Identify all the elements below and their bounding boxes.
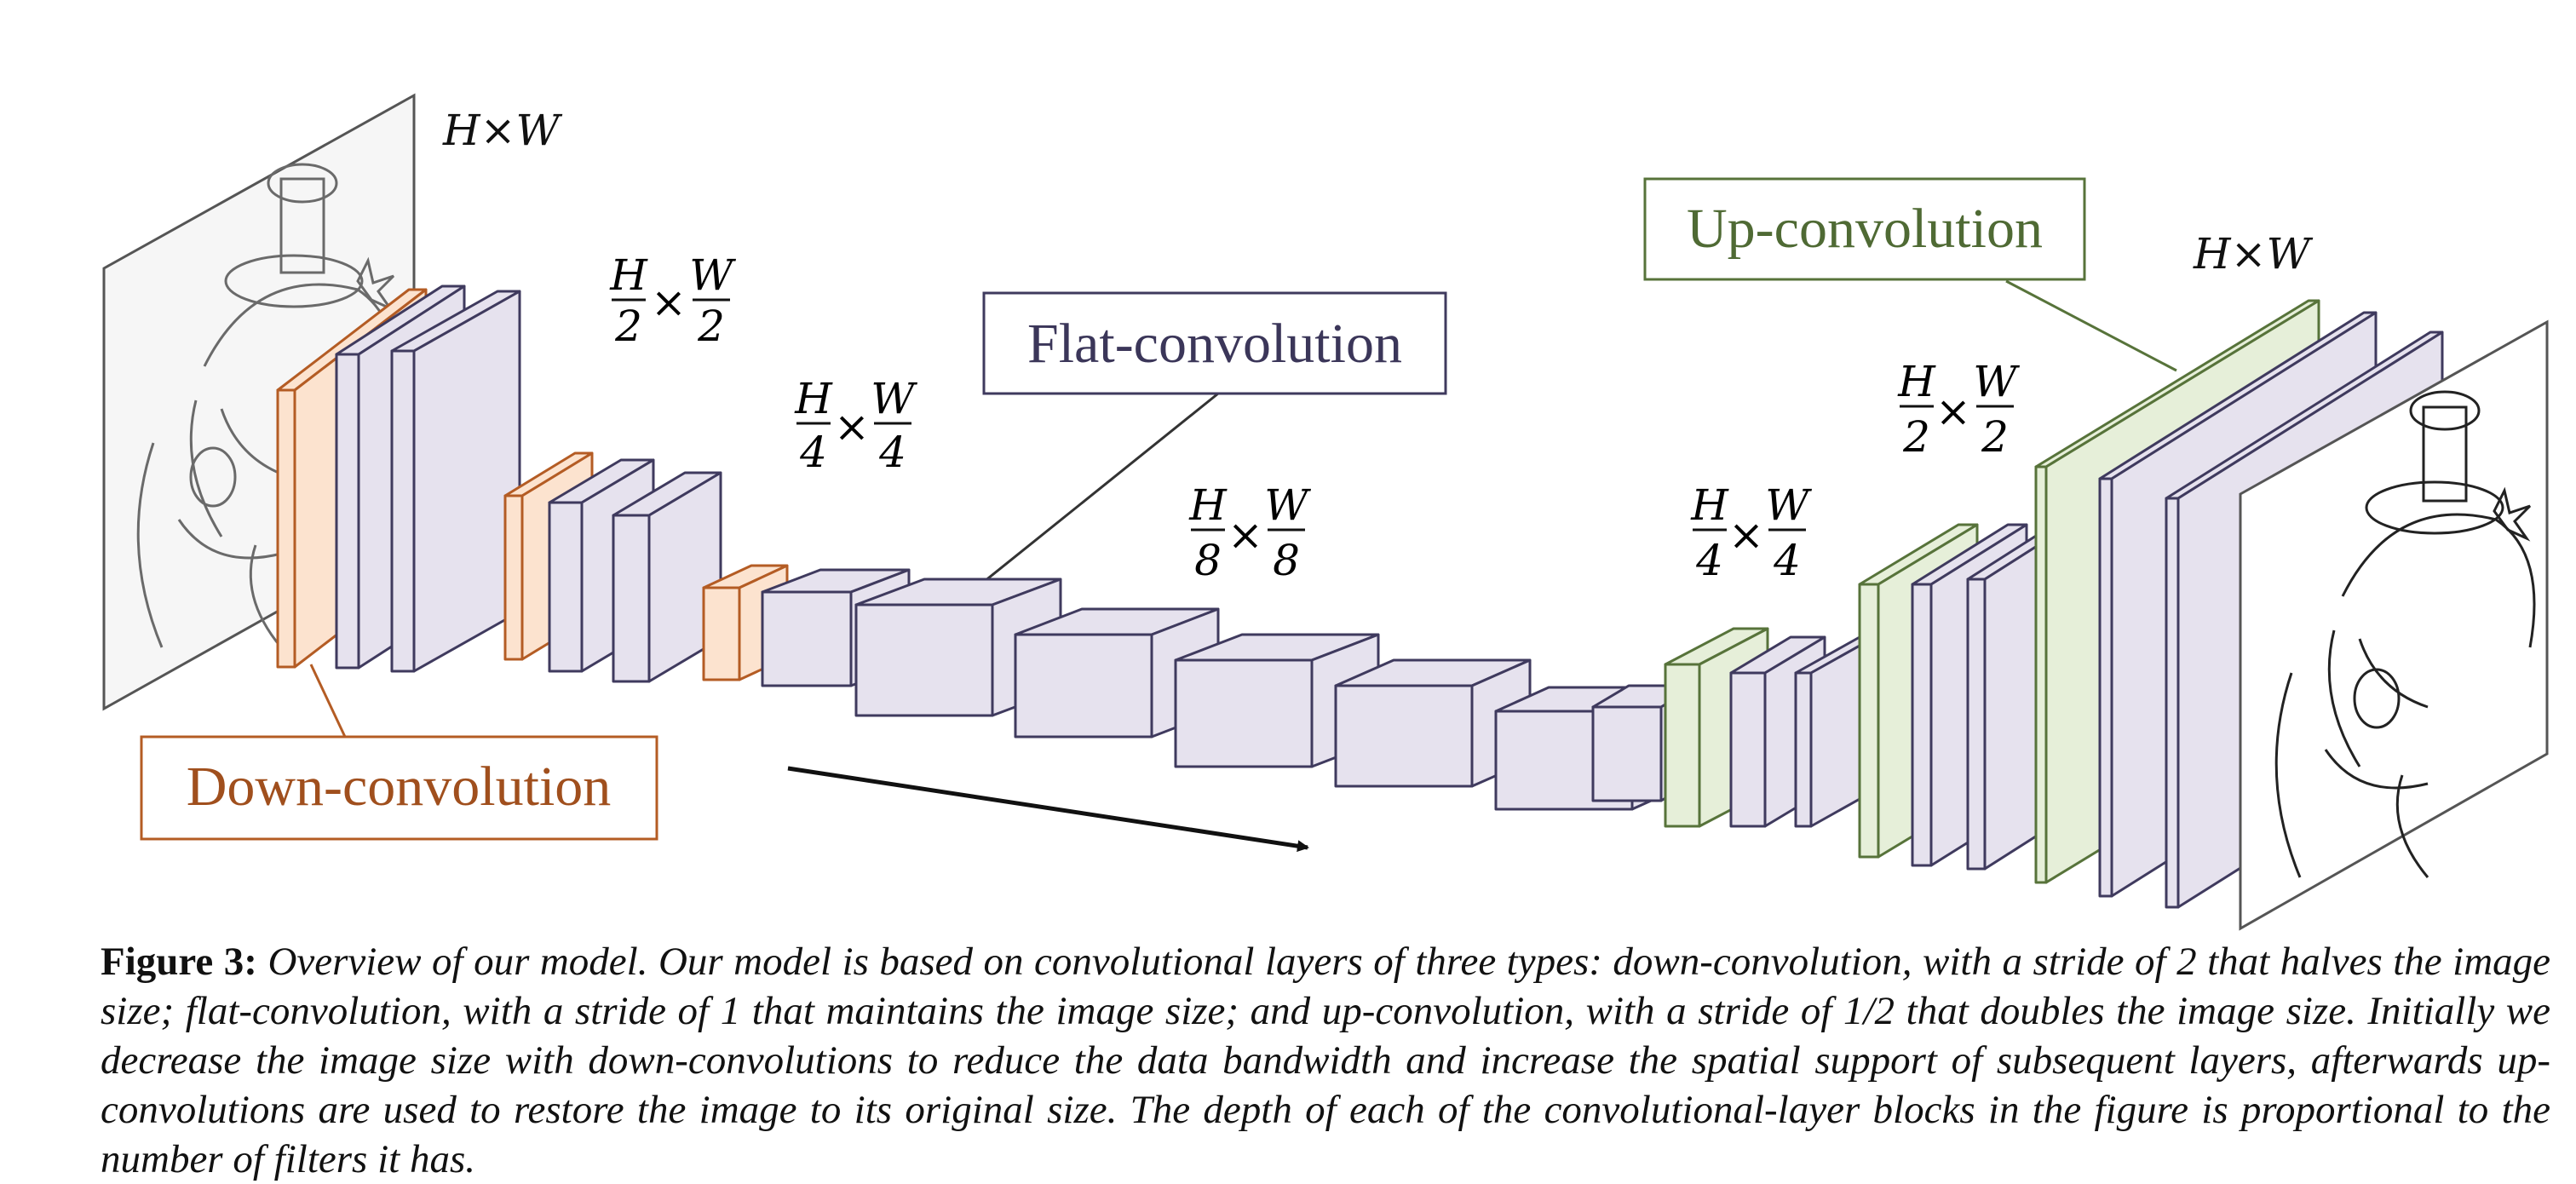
down-connector: [309, 664, 347, 738]
svg-text:W: W: [689, 250, 736, 300]
svg-text:×: ×: [1728, 510, 1764, 560]
block-front-face: [1794, 671, 1813, 828]
flat-conv-block: [612, 471, 722, 683]
flat-conv-block: [1014, 607, 1220, 739]
block-front-face: [335, 353, 360, 670]
dim-eighth: H 8 × W 8: [1188, 480, 1311, 585]
svg-text:2: 2: [614, 302, 642, 351]
svg-text:×: ×: [651, 278, 687, 327]
caption-lead: Figure 3:: [101, 940, 257, 984]
svg-text:H: H: [1188, 480, 1228, 530]
up-convolution-label-box: Up-convolution: [1643, 177, 2086, 281]
down-convolution-label: Down-convolution: [187, 756, 612, 818]
svg-text:×: ×: [1935, 387, 1971, 436]
block-front-face: [761, 590, 853, 687]
svg-text:4: 4: [1773, 536, 1801, 585]
flat-connector: [970, 392, 1219, 594]
block-front-face: [390, 349, 416, 673]
block-front-face: [1858, 583, 1880, 859]
block-front-face: [1334, 684, 1474, 788]
dim-half-down: H 2 × W 2: [609, 250, 736, 351]
svg-text:2: 2: [697, 302, 725, 351]
flat-conv-block: [1174, 633, 1380, 768]
up-convolution-label: Up-convolution: [1687, 198, 2043, 260]
block-front-face: [1729, 671, 1767, 828]
dim-half-up: H 2 × W 2: [1897, 357, 2020, 462]
down-convolution-label-box: Down-convolution: [140, 735, 658, 841]
svg-text:W: W: [1264, 480, 1311, 530]
data-flow-arrow: [787, 766, 1309, 853]
svg-text:4: 4: [1695, 536, 1723, 585]
svg-text:H: H: [1897, 357, 1936, 406]
svg-text:W: W: [1765, 480, 1812, 530]
dim-output: H×W: [2193, 229, 2313, 279]
flat-convolution-label: Flat-convolution: [1027, 313, 1402, 375]
block-front-face: [276, 388, 296, 669]
svg-text:H: H: [1690, 480, 1729, 530]
dim-quarter-up: H 4 × W 4: [1690, 480, 1812, 585]
svg-text:W: W: [871, 374, 917, 423]
figure-caption: Figure 3: Overview of our model. Our mod…: [101, 937, 2550, 1184]
caption-body: Overview of our model. Our model is base…: [101, 940, 2551, 1181]
svg-text:4: 4: [799, 428, 827, 477]
block-front-face: [503, 494, 524, 661]
svg-text:×: ×: [834, 402, 870, 451]
block-front-face: [1174, 658, 1314, 768]
svg-text:8: 8: [1194, 536, 1222, 585]
flat-convolution-label-box: Flat-convolution: [982, 291, 1447, 395]
block-front-face: [548, 501, 584, 673]
block-front-face: [1014, 633, 1153, 739]
block-front-face: [1664, 663, 1701, 828]
block-side-face: [412, 290, 521, 673]
svg-text:8: 8: [1273, 536, 1300, 585]
output-sketch-image: [2239, 319, 2549, 931]
svg-text:H: H: [609, 250, 648, 300]
svg-text:2: 2: [1981, 412, 2009, 462]
block-front-face: [2165, 497, 2180, 909]
model-diagram: Down-convolution Flat-convolution Up-con…: [102, 93, 2549, 931]
block-front-face: [1591, 705, 1663, 802]
block-front-face: [1911, 583, 1933, 867]
svg-text:H: H: [794, 374, 833, 423]
svg-text:4: 4: [878, 428, 906, 477]
svg-text:2: 2: [1902, 412, 1930, 462]
dim-quarter-down: H 4 × W 4: [794, 374, 917, 477]
svg-text:W: W: [1973, 357, 2020, 406]
block-front-face: [1966, 578, 1987, 871]
svg-text:×: ×: [1228, 510, 1263, 560]
block-front-face: [702, 586, 741, 681]
dim-input: H×W: [442, 106, 562, 155]
flat-conv-block: [390, 290, 521, 673]
block-front-face: [854, 603, 994, 717]
block-front-face: [612, 514, 651, 683]
block-front-face: [2098, 477, 2113, 898]
block-front-face: [2034, 465, 2048, 884]
up-connector: [2005, 279, 2177, 372]
